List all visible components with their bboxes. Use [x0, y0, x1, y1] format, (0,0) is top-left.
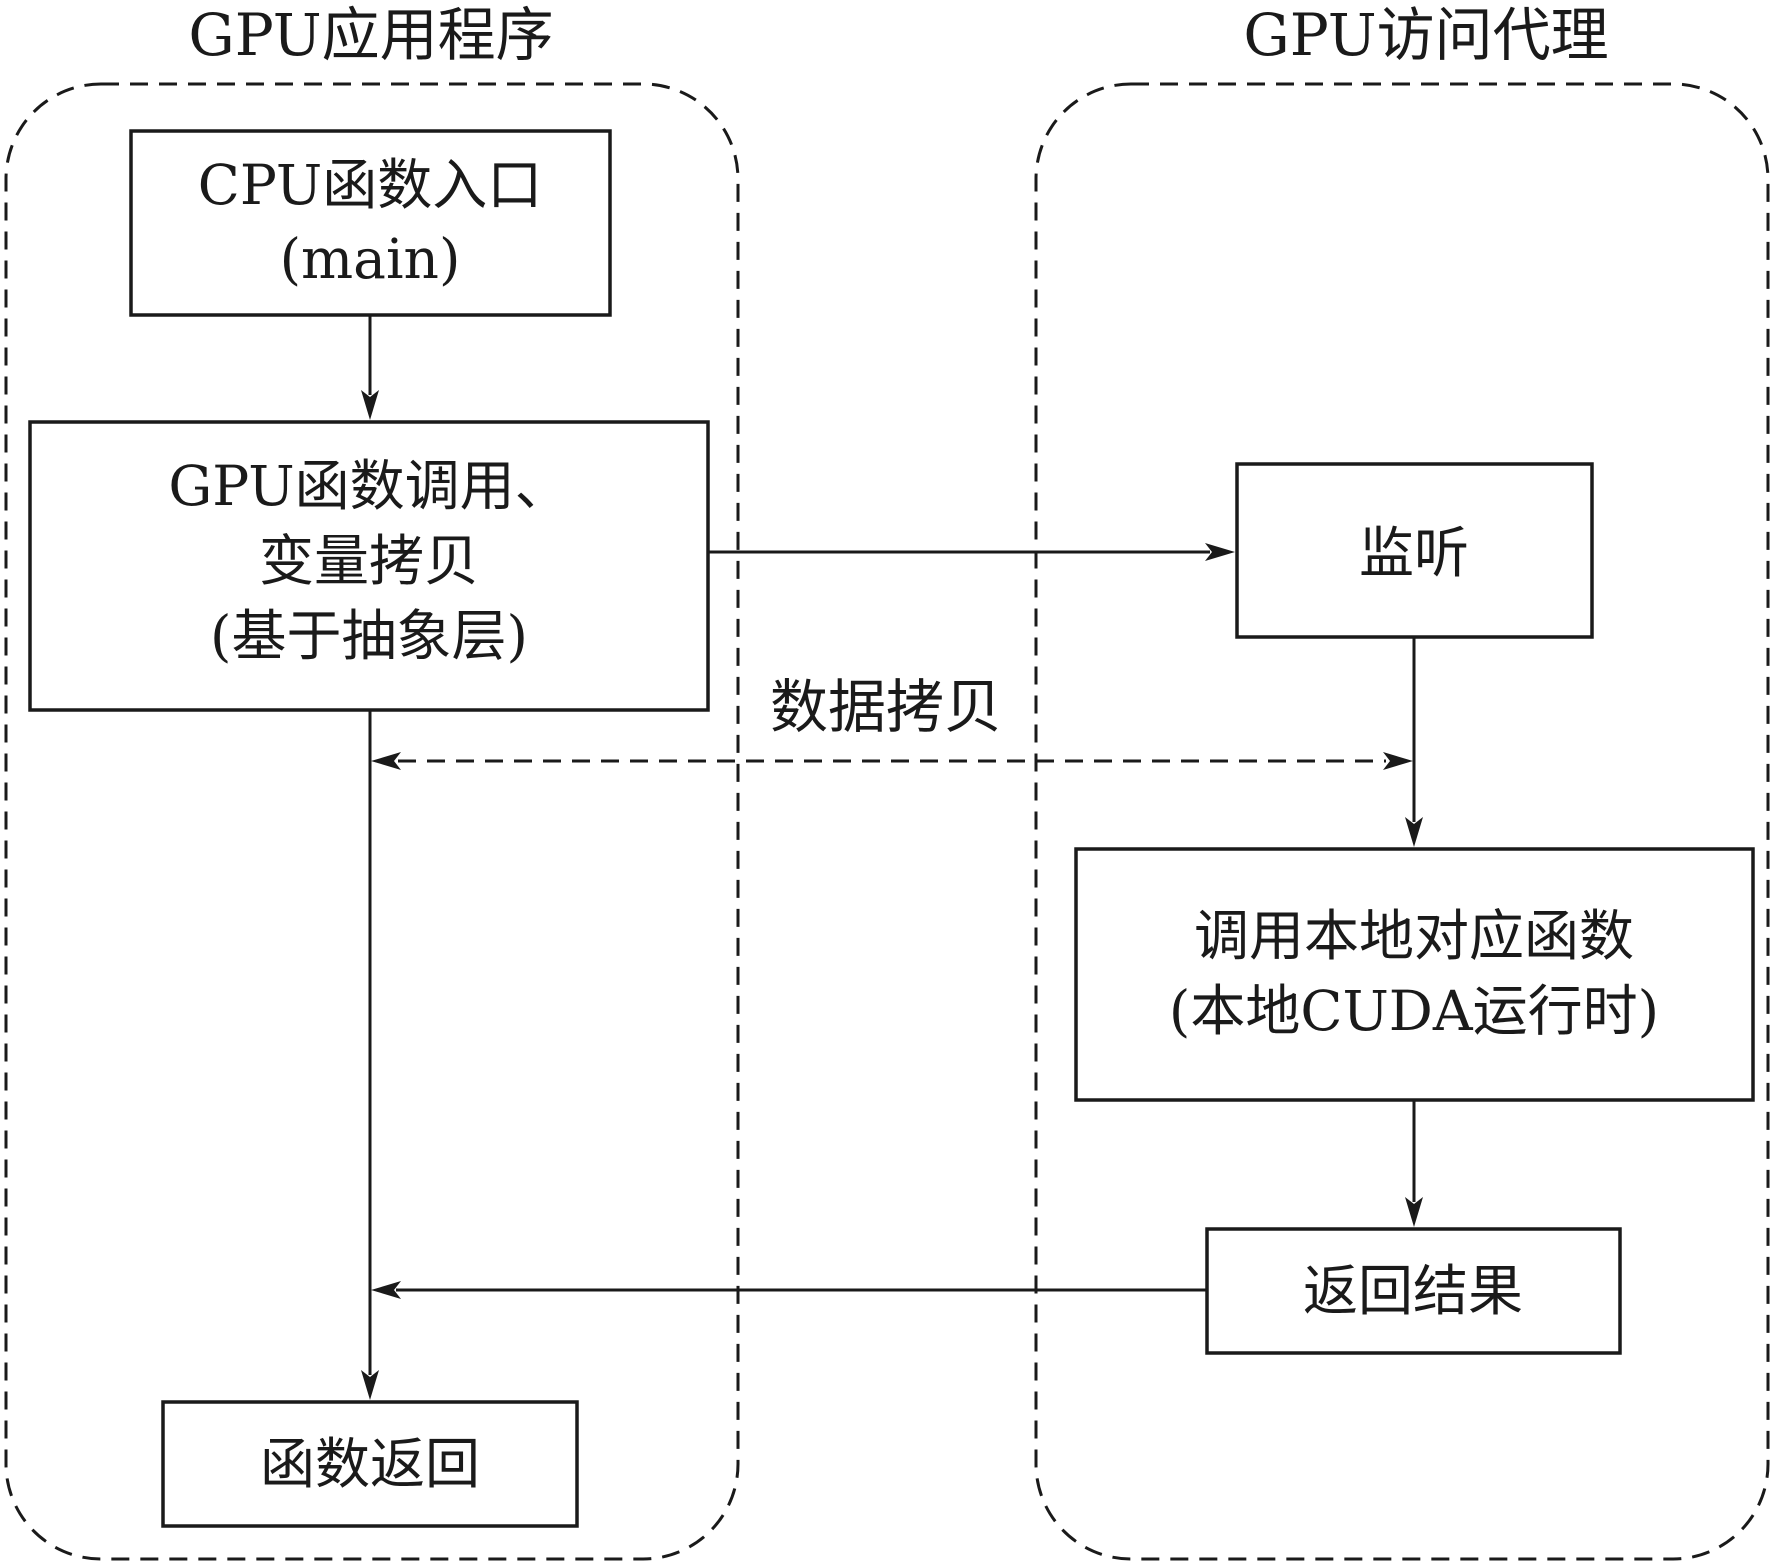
arrowhead-call-to-listen — [1205, 543, 1235, 561]
arrowhead-local-to-result — [1405, 1197, 1423, 1227]
lane-gpu-app — [4, 82, 740, 1561]
node-gpu-call-box — [28, 420, 710, 712]
node-gpu-call-line-1: GPU函数调用、 — [168, 454, 569, 518]
node-listen-box — [1235, 462, 1594, 639]
node-cpu-entry-line-1: CPU函数入口 — [198, 153, 542, 217]
node-func-return-line-1: 函数返回 — [260, 1432, 480, 1496]
arrowhead-result-to-app — [371, 1281, 401, 1299]
node-call-local: 调用本地对应函数 (本地CUDA运行时) — [1074, 847, 1755, 1102]
edge-label-data-copy: 数据拷贝 — [770, 673, 1002, 741]
node-listen: 监听 — [1235, 462, 1594, 639]
node-func-return: 函数返回 — [161, 1400, 579, 1528]
arrowhead-listen-to-local — [1405, 817, 1423, 847]
node-call-local-line-2: (本地CUDA运行时) — [1169, 979, 1659, 1043]
node-cpu-entry-line-2: (main) — [280, 227, 461, 291]
lane-gpu-proxy — [1034, 82, 1770, 1561]
arrowhead-data-copy-right — [1383, 752, 1413, 770]
node-cpu-entry-box — [129, 129, 612, 317]
node-return-result-box — [1205, 1227, 1622, 1355]
node-call-local-line-1: 调用本地对应函数 — [1194, 904, 1634, 968]
node-gpu-call-line-3: (基于抽象层) — [210, 604, 528, 668]
node-listen-line-1: 监听 — [1359, 521, 1469, 585]
node-gpu-call-line-2: 变量拷贝 — [259, 529, 479, 593]
node-cpu-entry: CPU函数入口 (main) — [129, 129, 612, 317]
node-return-result: 返回结果 — [1205, 1227, 1622, 1355]
arrowhead-entry-to-call — [361, 390, 379, 420]
node-gpu-call: GPU函数调用、 变量拷贝 (基于抽象层) — [28, 420, 710, 712]
node-return-result-line-1: 返回结果 — [1303, 1259, 1523, 1323]
lane-title-gpu-app: GPU应用程序 — [188, 1, 553, 69]
arrowhead-data-copy-left — [371, 752, 401, 770]
arrowhead-call-to-return — [361, 1370, 379, 1400]
node-call-local-box — [1074, 847, 1755, 1102]
node-func-return-box — [161, 1400, 579, 1528]
lane-title-gpu-proxy: GPU访问代理 — [1243, 1, 1608, 69]
